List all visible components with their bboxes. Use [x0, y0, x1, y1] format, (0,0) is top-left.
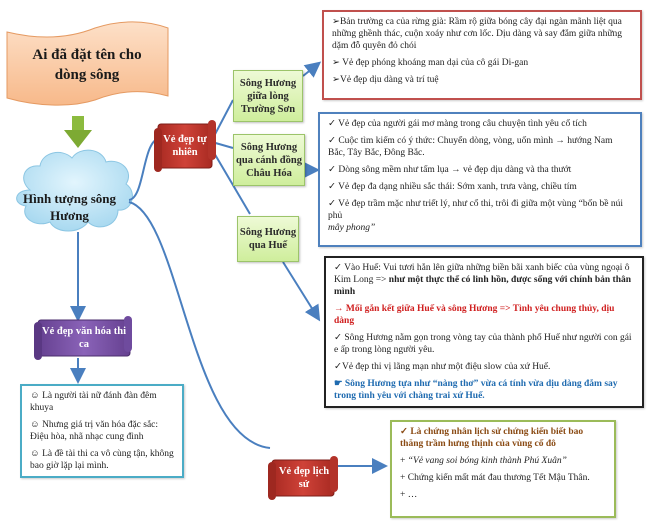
branch-natural[interactable]: Vẻ đẹp tự nhiên: [163, 134, 207, 158]
connector-natural-hue: [209, 145, 251, 215]
node-truong-son[interactable]: Sông Hương giữa lòng Trường Sơn: [233, 70, 303, 122]
history-item: + Chứng kiến mất mát đau thương Tết Mậu …: [400, 473, 590, 483]
hue-highlight: → Mối gắn kết giữa Huế và sông Hương => …: [334, 304, 615, 326]
hue-item: ✓Vẻ đẹp thi vị lãng mạn như một điệu slo…: [334, 362, 551, 372]
connector-hue-box: [282, 261, 321, 322]
history-item: + “Vẻ vang soi bóng kinh thành Phú Xuân”: [400, 456, 567, 466]
box-qua-hue: ✓ Vào Huế: Vui tươi hẳn lên giữa những b…: [324, 256, 644, 408]
truong-son-item: ➢Bản trường ca của rừng già: Rầm rộ giữa…: [332, 17, 622, 51]
chau-hoa-item-cont: mây phong”: [328, 223, 376, 233]
down-arrow-icon: [64, 116, 92, 148]
box-culture: ☺ Là người tài nữ đánh đàn đêm khuya ☺ N…: [20, 384, 184, 478]
chau-hoa-item: ✓ Vẻ đẹp đa dạng nhiều sắc thái: Sớm xan…: [328, 182, 577, 192]
truong-son-item: ➢Vẻ đẹp dịu dàng và trí tuệ: [332, 75, 439, 85]
connector-truongson-box: [302, 61, 322, 78]
central-topic: Hình tượng sông Hương: [22, 191, 117, 223]
title-banner: Ai đã đặt tên cho dòng sông: [32, 47, 142, 83]
hue-item: ✓ Vào Huế: Vui tươi hẳn lên giữa những b…: [334, 263, 632, 297]
chau-hoa-item: ✓ Vẻ đẹp của người gái mơ màng trong câu…: [328, 119, 587, 129]
box-truong-son: ➢Bản trường ca của rừng già: Rầm rộ giữa…: [322, 10, 642, 100]
box-chau-hoa: ✓ Vẻ đẹp của người gái mơ màng trong câu…: [318, 112, 642, 247]
branch-history[interactable]: Vẻ đẹp lịch sử: [278, 466, 330, 490]
culture-item: ☺ Là người tài nữ đánh đàn đêm khuya: [30, 391, 157, 413]
hue-conclusion: ☛ Sông Hương tựa như “nàng thơ” vừa cá t…: [334, 379, 618, 401]
connector-cloud-history: [128, 201, 271, 449]
node-chau-hoa[interactable]: Sông Hương qua cánh đồng Châu Hóa: [233, 134, 305, 186]
truong-son-item: ➢ Vẻ đẹp phóng khoáng man dại của cô gái…: [332, 58, 529, 68]
hue-item: ✓ Sông Hương nằm gọn trong vòng tay của …: [334, 333, 632, 355]
title-banner-shape: [6, 21, 169, 106]
chau-hoa-item: ✓ Vẻ đẹp trầm mặc như triết lý, như cổ t…: [328, 199, 623, 221]
chau-hoa-item: ✓ Cuộc tìm kiếm có ý thức: Chuyển dòng, …: [328, 136, 613, 158]
node-qua-hue[interactable]: Sông Hương qua Huế: [237, 216, 299, 262]
central-cloud: [16, 149, 133, 232]
scroll-natural-shape: [154, 120, 216, 172]
scroll-culture-shape: [34, 316, 132, 360]
scroll-history-shape: [268, 456, 338, 500]
history-item: ✓ Là chứng nhân lịch sử chứng kiến biết …: [400, 427, 584, 449]
branch-culture[interactable]: Vẻ đẹp văn hóa thi ca: [42, 326, 127, 350]
chau-hoa-item: ✓ Dòng sông mềm như tấm lụa → vẻ đẹp dịu…: [328, 165, 572, 175]
box-history: ✓ Là chứng nhân lịch sử chứng kiến biết …: [390, 420, 616, 518]
culture-item: ☺ Nhưng giá trị văn hóa đặc sắc: Điệu hò…: [30, 420, 159, 442]
history-item: + …: [400, 490, 418, 500]
culture-item: ☺ Là đề tài thi ca vô cùng tận, không ba…: [30, 449, 174, 471]
